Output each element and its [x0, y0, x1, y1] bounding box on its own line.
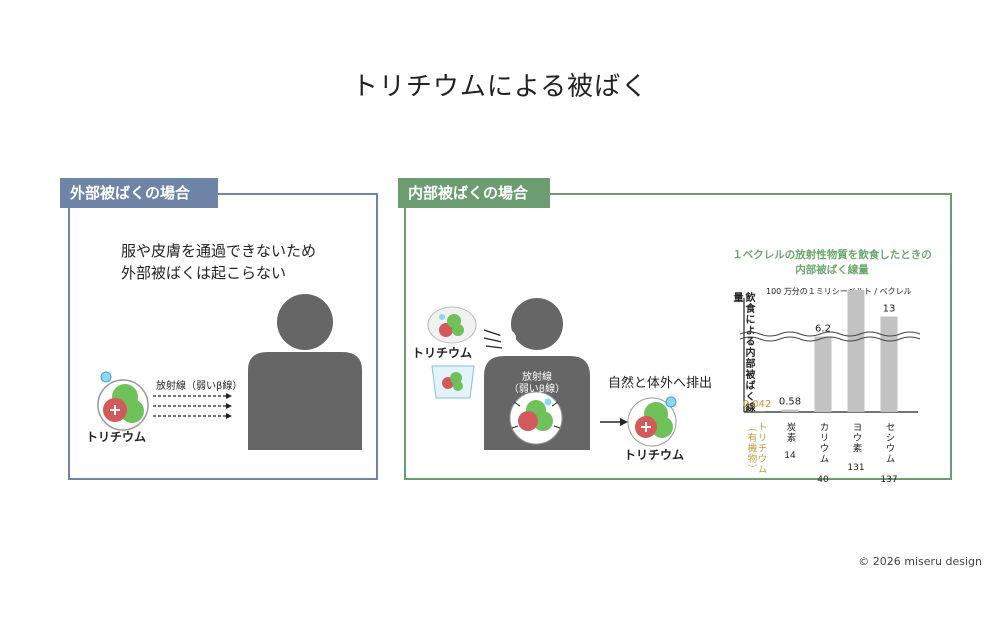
excreted-tritium-label: トリチウム [624, 448, 685, 462]
chart-category-label: 137 [880, 475, 897, 485]
chart-category-label: ヨウ素 [851, 422, 863, 454]
internal-radiation-label-1: 放射線 [522, 372, 552, 383]
excretion-label: 自然と体外へ排出 [608, 376, 713, 391]
external-note-line2: 外部被ばくは起こらない [121, 264, 287, 282]
external-exposure-illustration [97, 294, 362, 450]
chart-category-label: 14 [784, 451, 796, 461]
chart-title-line2: 内部被ばく線量 [795, 264, 869, 276]
intake-arrows [483, 329, 503, 349]
chart-bar [880, 316, 898, 412]
external-exposure-panel [68, 193, 378, 480]
chart-title-line1: １ベクレルの放射性物質を飲食したときの [732, 249, 932, 261]
chart-category-label: 炭素 [785, 422, 797, 443]
chart-y-axis-label: 飲食による内部被ばく線量 [731, 292, 754, 413]
page-title: トリチウムによる被ばく [351, 72, 649, 102]
internal-radiation-label-2: （弱いβ線） [508, 384, 566, 395]
chart-value-label: 13 [883, 303, 896, 314]
chart-bar [847, 290, 865, 412]
chart-category-label: トリチウム [756, 422, 768, 475]
chart-axis-break [740, 331, 921, 337]
excreted-atom-icon [627, 396, 677, 447]
chart-value-label: 0.042 [743, 399, 772, 410]
chart-plot: 0.042トリチウム（有機物）0.58炭素146.2カリウム4022ヨウ素131… [740, 290, 921, 485]
external-tritium-label: トリチウム [86, 430, 147, 444]
internal-exposure-illustration [427, 298, 677, 450]
chart-bar [814, 336, 832, 412]
chart-bar [781, 409, 799, 412]
chart-category-label: セシウム [884, 422, 896, 464]
internal-tritium-label: トリチウム [412, 346, 473, 360]
internal-exposure-tag: 内部被ばくの場合 [398, 178, 550, 208]
person-silhouette-icon [248, 294, 362, 450]
food-bubble-icon [427, 306, 477, 344]
chart-axis-break [740, 336, 921, 342]
chart-value-label: 0.58 [779, 397, 801, 408]
internal-exposure-panel [404, 193, 952, 480]
chart-unit-label: 100 万分の１ミリシーベルト / ベクレル [766, 287, 912, 296]
chart-category-label: 131 [847, 463, 864, 473]
external-exposure-tag: 外部被ばくの場合 [60, 178, 218, 208]
external-note-line1: 服や皮膚を通過できないため [121, 242, 317, 260]
radiation-arrows [153, 395, 228, 417]
mouth-bite-icon [500, 330, 516, 346]
excretion-arrow [600, 418, 628, 426]
chart-value-label: 6.2 [815, 323, 831, 334]
chart-category-label: （有機物） [746, 422, 758, 475]
chart-category-label: カリウム [818, 422, 830, 464]
internal-atom-icon [509, 391, 563, 445]
external-radiation-label: 放射線（弱いβ線） [156, 381, 243, 392]
water-glass-icon [431, 365, 475, 399]
tritium-atom-icon [97, 371, 149, 431]
chart-category-label: 40 [817, 475, 829, 485]
copyright: © 2026 miseru design [858, 555, 982, 568]
